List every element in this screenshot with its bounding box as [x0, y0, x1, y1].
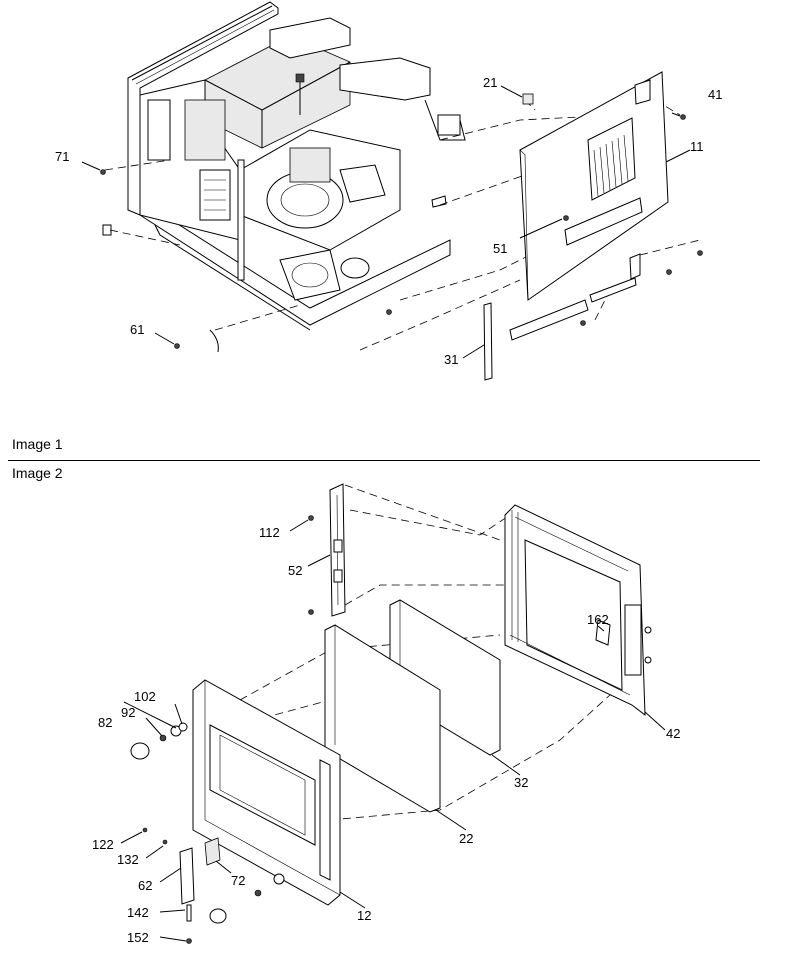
- callout-92: 92: [121, 705, 135, 720]
- control-box: [269, 17, 351, 59]
- caption-image-2: Image 2: [12, 465, 63, 481]
- callout-132: 132: [117, 852, 139, 867]
- callout-51: 51: [493, 241, 507, 256]
- rear-panel-channel: [564, 197, 643, 246]
- callout-71: 71: [55, 149, 69, 164]
- fan-motor: [339, 164, 386, 203]
- outer-door: [192, 679, 341, 906]
- vent-louvers: [587, 117, 636, 201]
- small-clip-21: [522, 93, 534, 105]
- rear-panel: [509, 71, 669, 341]
- chassis-assembly: [102, 1, 466, 331]
- vertical-support: [237, 159, 245, 281]
- callout-52: 52: [288, 563, 302, 578]
- side-strip: [483, 302, 493, 381]
- callout-152: 152: [127, 930, 149, 945]
- callout-11: 11: [690, 139, 704, 154]
- transformer: [279, 249, 341, 301]
- relay-module: [184, 99, 226, 161]
- caption-image-1: Image 1: [12, 436, 63, 452]
- interlock-switch: [595, 619, 611, 646]
- door-frame-window: [524, 539, 623, 691]
- callout-82: 82: [98, 715, 112, 730]
- callout-61: 61: [130, 322, 144, 337]
- motor: [289, 147, 331, 183]
- screws-1: [81, 112, 703, 353]
- latch-assembly: [624, 604, 642, 676]
- callout-41: 41: [708, 87, 722, 102]
- callout-21: 21: [483, 75, 497, 90]
- circuit-board: [199, 169, 231, 221]
- door-frame: [504, 504, 652, 717]
- control-panel-bracket: [147, 99, 171, 161]
- latch-hook: [179, 847, 195, 905]
- leaders-2: [120, 519, 666, 942]
- callout-112: 112: [259, 525, 280, 540]
- section-divider: [8, 460, 760, 461]
- knob-82: [130, 742, 150, 760]
- callout-162: 162: [587, 612, 609, 627]
- callout-142: 142: [127, 905, 149, 920]
- callout-22: 22: [459, 831, 473, 846]
- callout-32: 32: [514, 775, 528, 790]
- callout-42: 42: [666, 726, 680, 741]
- callout-62: 62: [138, 878, 152, 893]
- handle-block: [204, 837, 221, 866]
- cabinet-front-frame: [127, 1, 279, 216]
- door-window: [209, 724, 316, 846]
- rear-bracket: [339, 57, 431, 101]
- capacitor: [340, 257, 370, 279]
- callout-12: 12: [357, 908, 371, 923]
- callout-122: 122: [92, 837, 114, 852]
- lower-rail: [509, 299, 589, 341]
- callout-31: 31: [444, 352, 458, 367]
- callout-102: 102: [134, 689, 156, 704]
- clip-bracket: [437, 114, 461, 136]
- leaders-1: [462, 85, 691, 359]
- hardware-2: [130, 515, 314, 944]
- callout-72: 72: [231, 873, 245, 888]
